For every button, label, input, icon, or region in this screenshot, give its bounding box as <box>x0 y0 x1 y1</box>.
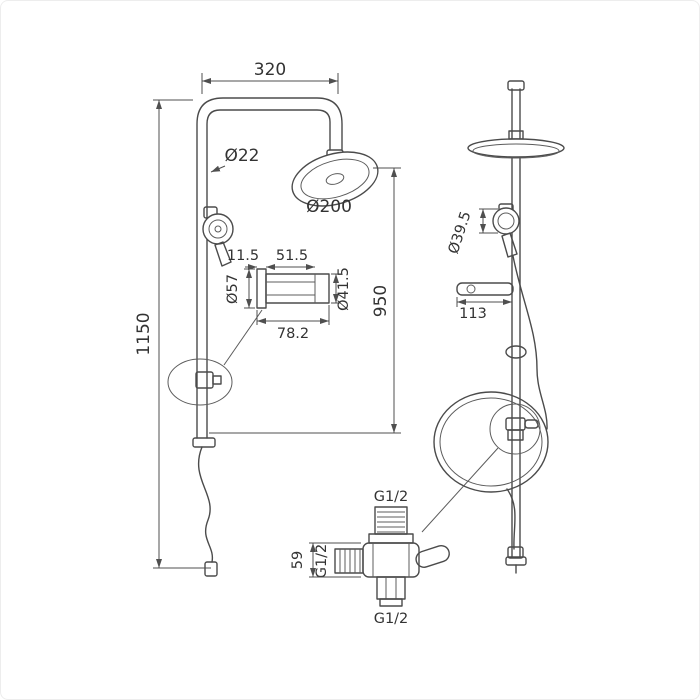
riser-pipe-side <box>505 80 527 574</box>
overhead-shower-side <box>467 130 565 159</box>
dim-riser-height: 950 <box>371 285 391 317</box>
dim-bracket-depth: 113 <box>459 306 487 322</box>
wall-bracket <box>456 282 514 296</box>
hand-shower-front <box>202 206 234 267</box>
shower-hose-front <box>197 446 214 563</box>
dim-body-length: 51.5 <box>276 248 308 264</box>
side-view: Ø39.5 113 G1/2 G1/2 G1/2 59 <box>290 80 565 627</box>
dim-pipe-diameter: Ø22 <box>224 146 259 166</box>
shower-hose-side <box>433 255 549 559</box>
valve-lever <box>415 544 450 568</box>
hose-fitting-front <box>204 561 218 577</box>
dim-total-height: 1150 <box>134 312 154 355</box>
diverter-valve-detail: G1/2 G1/2 G1/2 59 <box>290 489 450 627</box>
diverter-callout <box>421 403 541 533</box>
front-dimensions: 320 Ø22 Ø200 1150 950 <box>134 60 401 569</box>
dim-hand-shower-diameter: Ø39.5 <box>446 210 475 257</box>
dim-valve-height: 59 <box>290 551 306 569</box>
dim-arm-width: 320 <box>254 60 286 80</box>
dim-flange-diameter: Ø57 <box>225 274 241 304</box>
valve-thread-left: G1/2 <box>314 544 330 579</box>
front-view: 320 Ø22 Ø200 1150 950 11.5 51.5 Ø57 <box>134 60 401 577</box>
slider-detail: 11.5 51.5 Ø57 Ø41.5 78.2 <box>225 248 352 342</box>
riser-pipe-and-arm <box>192 97 343 448</box>
pipe-ring-clip <box>505 345 527 359</box>
valve-thread-top: G1/2 <box>374 489 409 505</box>
dim-body-diameter: Ø41.5 <box>336 267 352 311</box>
dim-head-diameter: Ø200 <box>306 197 352 217</box>
dim-overall-length: 78.2 <box>277 326 309 342</box>
dim-flange-width: 11.5 <box>227 248 259 264</box>
slider-callout <box>167 309 263 406</box>
hand-shower-side <box>492 203 520 258</box>
valve-thread-bottom: G1/2 <box>374 611 409 627</box>
overhead-shower-front <box>291 149 379 207</box>
